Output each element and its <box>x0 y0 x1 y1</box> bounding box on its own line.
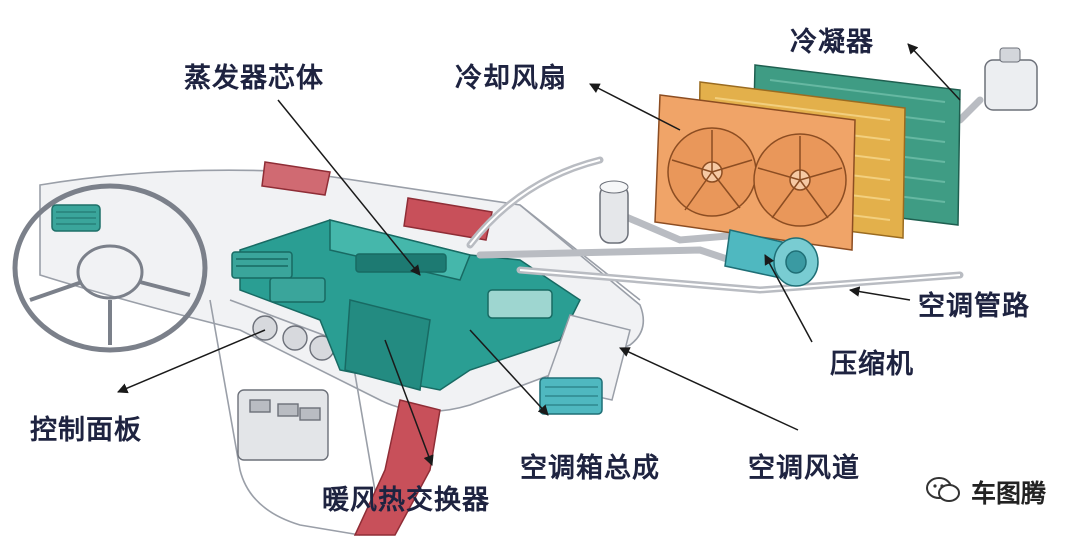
ac-pipelines-highlight <box>469 159 961 292</box>
label-compressor: 压缩机 <box>830 349 914 380</box>
arrow-ac-duct <box>619 347 799 431</box>
label-ac-pipeline: 空调管路 <box>918 291 1030 322</box>
label-hvac-box: 空调箱总成 <box>520 453 660 484</box>
ac-duct <box>539 314 631 415</box>
label-ac-duct: 空调风道 <box>748 453 860 484</box>
arrow-condenser <box>907 43 961 101</box>
label-evaporator-core: 蒸发器芯体 <box>184 63 324 94</box>
arrow-heater-core <box>384 339 434 466</box>
receiver-drier <box>599 180 629 244</box>
control-panel-gauges <box>237 315 335 461</box>
wechat-icon <box>925 476 961 508</box>
compressor <box>724 229 819 287</box>
label-control-panel: 控制面板 <box>30 415 142 446</box>
heater-red-ducts <box>261 161 493 536</box>
watermark: 车图腾 <box>925 474 1046 510</box>
label-cooling-fan: 冷却风扇 <box>455 63 567 94</box>
left-dash-vent <box>51 204 101 232</box>
cooling-fan-left <box>667 127 757 217</box>
watermark-text: 车图腾 <box>970 479 1046 508</box>
label-condenser: 冷凝器 <box>790 27 874 58</box>
cooling-fan-right <box>753 133 847 227</box>
arrow-cooling-fan <box>589 83 681 131</box>
arrow-ac-pipeline <box>848 286 911 301</box>
arrow-control-panel <box>117 329 266 394</box>
label-heater-core: 暖风热交换器 <box>322 485 490 516</box>
steering-wheel <box>12 183 208 353</box>
arrow-hvac-box <box>469 329 549 416</box>
coolant-reservoir <box>984 47 1038 111</box>
leader-arrows <box>117 43 961 466</box>
arrow-compressor <box>764 254 813 343</box>
arrow-evaporator-core <box>277 99 421 276</box>
